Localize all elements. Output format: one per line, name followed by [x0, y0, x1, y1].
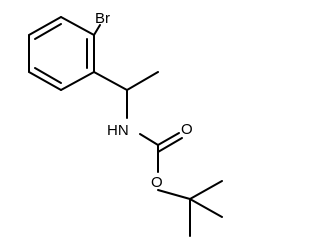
nitrogen-carbonyl-bond: [139, 133, 159, 146]
tbutyl-methyl-3: [189, 198, 223, 218]
amine-nitrogen-label: HN: [107, 122, 129, 139]
chemical-structure: Br HN O O: [28, 10, 223, 237]
ring-ch-bond: [93, 71, 128, 91]
ring-bond-2: [28, 16, 62, 36]
ring-bond-1: [60, 16, 95, 36]
ester-tbutyl-bond: [157, 189, 191, 200]
ring-double-bond-1: [34, 23, 62, 40]
bonds: [28, 16, 223, 237]
ring-double-bond-2: [34, 67, 62, 84]
ring-bond-5: [60, 71, 95, 91]
carbonyl-oxygen-label: O: [181, 121, 193, 138]
carbonyl-double-bond-b: [157, 137, 183, 153]
carbonyl-double-bond-a: [157, 132, 180, 146]
methyl-bond: [126, 71, 159, 91]
bromine-label: Br: [95, 10, 110, 27]
ester-oxygen-label: O: [151, 174, 163, 191]
bromine-bond: [93, 24, 101, 36]
tbutyl-methyl-2: [189, 180, 223, 200]
ring-bond-4: [28, 71, 62, 91]
